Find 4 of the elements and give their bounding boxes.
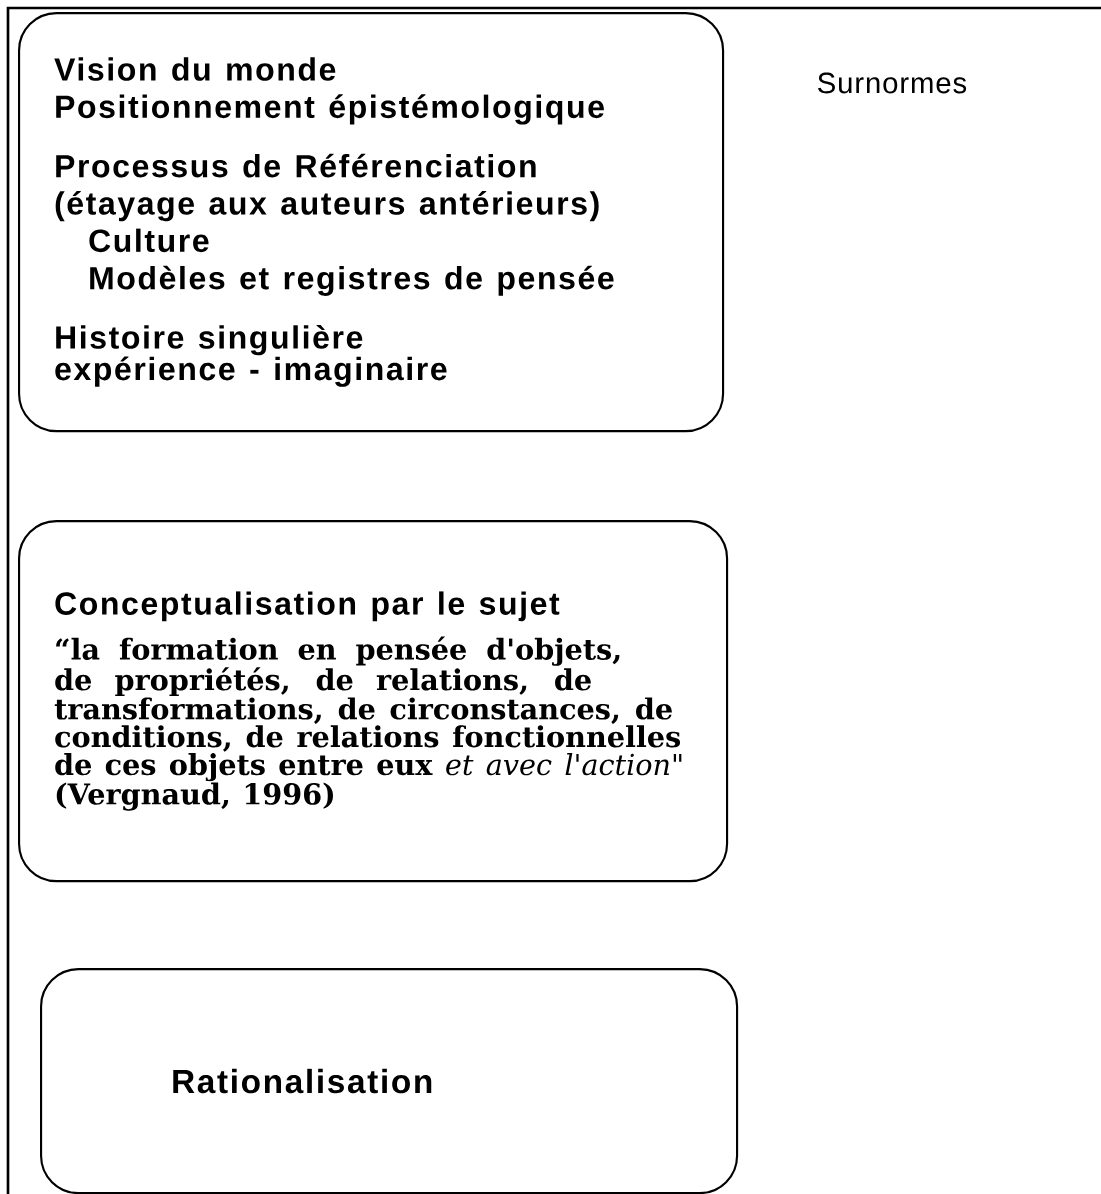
rounded-box: Vision du monde Positionnement épistémologique Processus de Référenciation (étayage aux auteurs antérieurs) Culture Modèles et registres de pensée Histoire singulière expérience - imaginaire <box>18 12 725 433</box>
rounded-box: Rationalisation <box>40 968 739 1194</box>
rounded-box: Conceptualisation par le sujet “la formation en pensée d'objets, de propriétés, de relations, de transformations, de circonstances, de conditions, de relations fonctionnelles de ces objets entre eux et avec l'action" (Vergnaud, 1996) <box>18 520 729 883</box>
side-label: Surnormes <box>818 72 967 94</box>
